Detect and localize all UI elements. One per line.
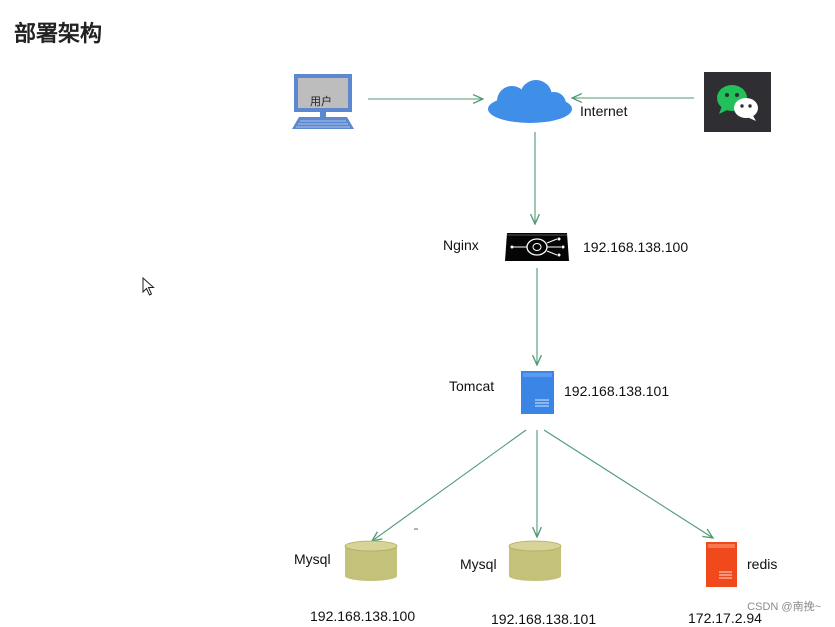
mysql-master-ip: 192.168.138.100	[310, 608, 416, 624]
mouse-cursor-icon	[142, 276, 156, 302]
csdn-watermark: CSDN @南挽~	[747, 601, 821, 613]
redis-server-icon	[706, 542, 737, 587]
internet-cloud-node	[486, 79, 574, 130]
mysql-slave-ip: 192.168.138.101	[491, 611, 597, 627]
user-monitor-icon	[292, 74, 354, 129]
database-icon	[508, 540, 562, 581]
mysql-slave-node	[508, 540, 562, 587]
edge-tomcat-to-mysql-master	[372, 429, 527, 541]
mysql-slave-label: Mysql	[460, 556, 497, 572]
wechat-node	[704, 72, 771, 132]
tomcat-ip: 192.168.138.101	[564, 383, 670, 399]
database-icon	[344, 540, 398, 581]
mysql-master-label: Mysql	[294, 551, 331, 567]
redis-label: redis	[747, 556, 778, 572]
page-title: 部署架构	[14, 22, 103, 47]
redis-ip: 172.17.2.94	[688, 610, 762, 626]
wechat-icon	[717, 85, 758, 121]
nginx-label: Nginx	[443, 237, 479, 253]
nginx-node	[503, 229, 571, 268]
tomcat-server-icon	[521, 371, 554, 414]
nginx-router-icon	[505, 233, 569, 261]
user-label: 用户	[310, 96, 332, 108]
nginx-ip: 192.168.138.100	[583, 239, 689, 255]
tomcat-label: Tomcat	[449, 378, 495, 394]
edge-tomcat-to-redis	[543, 429, 713, 538]
redis-node	[706, 542, 737, 592]
cloud-icon	[488, 80, 572, 123]
tomcat-node	[521, 371, 554, 419]
mysql-master-node	[344, 540, 398, 587]
internet-label: Internet	[580, 103, 628, 119]
user-node: 用户	[291, 73, 357, 131]
